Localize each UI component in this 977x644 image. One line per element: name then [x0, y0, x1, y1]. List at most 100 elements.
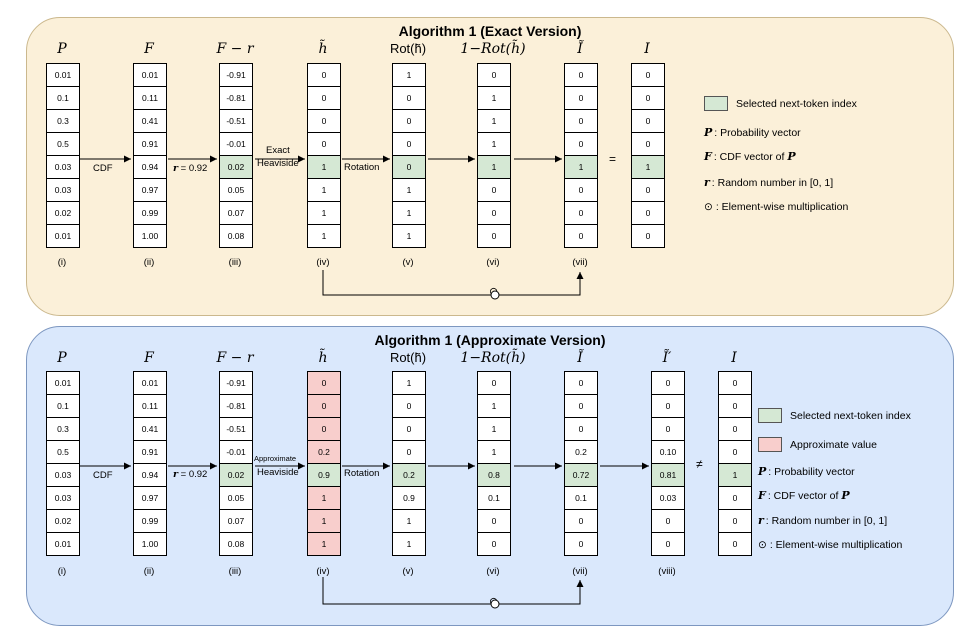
vector-cell: 0 — [719, 533, 751, 556]
approx-step-label-8: (viii) — [658, 566, 676, 577]
vector-cell: 0 — [393, 441, 425, 464]
approx-step-label-1: (i) — [57, 566, 67, 577]
vector-cell: 0 — [565, 202, 597, 225]
approx-column-header-8: Ĩ′ — [662, 350, 672, 366]
vector-cell: 1 — [478, 441, 510, 464]
vector-cell: 0.02 — [220, 464, 252, 487]
exact-column-header-8: I — [644, 41, 650, 57]
vector-cell: 0.02 — [220, 156, 252, 179]
legend-odot-approx: ⊙: Element-wise multiplication — [758, 539, 903, 551]
vector-cell: 0 — [393, 87, 425, 110]
vector-cell: 0.01 — [47, 372, 79, 395]
vector-cell: 0.97 — [134, 487, 166, 510]
vector-cell: 0 — [632, 202, 664, 225]
vector-cell: 0.5 — [47, 441, 79, 464]
vector-cell: 1.00 — [134, 225, 166, 248]
green-swatch — [704, 96, 728, 111]
vector-cell: 0.1 — [47, 395, 79, 418]
vector-cell: 0.9 — [393, 487, 425, 510]
exact-panel-title: Algorithm 1 (Exact Version) — [398, 23, 582, 39]
vector-cell: 1 — [565, 156, 597, 179]
vector-cell: 0.10 — [652, 441, 684, 464]
vector-cell: 1 — [478, 418, 510, 441]
vector-cell: 0 — [478, 510, 510, 533]
vector-cell: 0 — [719, 487, 751, 510]
vector-cell: 0 — [565, 225, 597, 248]
vector-cell: 0 — [565, 133, 597, 156]
vector-cell: 0 — [393, 133, 425, 156]
vector-cell: 0.81 — [652, 464, 684, 487]
cdf-label-approx: CDF — [93, 470, 113, 481]
vector-cell: 0 — [308, 372, 340, 395]
approx-step-label-7: (vii) — [572, 566, 588, 577]
approx-column-header-3: F − r — [216, 350, 254, 366]
legend-selected-exact: Selected next-token index — [704, 96, 857, 111]
vector-cell: -0.81 — [220, 395, 252, 418]
vector-cell: 0.91 — [134, 133, 166, 156]
vector-cell: 0.97 — [134, 179, 166, 202]
vector-cell: 1 — [393, 533, 425, 556]
vector-cell: 1 — [719, 464, 751, 487]
approx-column-header-4: h̃ — [318, 350, 328, 366]
vector-cell: 0 — [632, 64, 664, 87]
vector-cell: 0.99 — [134, 510, 166, 533]
vector-cell: 0 — [652, 533, 684, 556]
cdf-label-exact: CDF — [93, 163, 113, 174]
vector-cell: 1 — [393, 225, 425, 248]
exact-column-header-2: F — [144, 41, 154, 57]
vector-cell: 0.1 — [565, 487, 597, 510]
green-swatch — [758, 408, 782, 423]
vector-cell: 0 — [565, 395, 597, 418]
vector-cell: 0.1 — [47, 87, 79, 110]
legend-odot-exact: ⊙: Element-wise multiplication — [704, 201, 849, 213]
vector-cell: 0 — [652, 372, 684, 395]
vector-cell: 0.3 — [47, 418, 79, 441]
vector-cell: 1 — [393, 64, 425, 87]
vector-cell: 0.94 — [134, 464, 166, 487]
vector-cell: 0 — [719, 418, 751, 441]
vector-cell: 0.01 — [47, 64, 79, 87]
vector-cell: 0.5 — [47, 133, 79, 156]
vector-cell: 1 — [393, 179, 425, 202]
exact-step-label-2: (ii) — [143, 257, 155, 268]
legend-p-approx: P: Probability vector — [758, 465, 855, 478]
vector-cell: 0.2 — [308, 441, 340, 464]
red-swatch — [758, 437, 782, 452]
exact-step-label-1: (i) — [57, 257, 67, 268]
vector-cell: 0.94 — [134, 156, 166, 179]
legend-selected-approx: Selected next-token index — [758, 408, 911, 423]
vector-cell: -0.81 — [220, 87, 252, 110]
vector-cell: 0 — [478, 202, 510, 225]
approx-column-header-7: Ĩ — [577, 350, 583, 366]
vector-cell: 0.3 — [47, 110, 79, 133]
exact-step-label-4: (iv) — [316, 257, 330, 268]
exact-step-label-7: (vii) — [572, 257, 588, 268]
vector-cell: 0 — [719, 395, 751, 418]
vector-cell: -0.91 — [220, 64, 252, 87]
vector-cell: 0.99 — [134, 202, 166, 225]
vector-cell: 1 — [393, 372, 425, 395]
vector-cell: 0 — [719, 372, 751, 395]
vector-cell: 0.07 — [220, 510, 252, 533]
vector-cell: 0 — [308, 418, 340, 441]
vector-cell: 0 — [632, 179, 664, 202]
vector-cell: 1 — [308, 487, 340, 510]
vector-cell: 0.9 — [308, 464, 340, 487]
vector-cell: 0.11 — [134, 395, 166, 418]
vector-cell: 0 — [478, 225, 510, 248]
vector-cell: 0 — [719, 510, 751, 533]
exact-column-header-1: P — [57, 41, 67, 57]
vector-cell: -0.91 — [220, 372, 252, 395]
exact-step-label-6: (vi) — [486, 257, 500, 268]
vector-cell: 0.07 — [220, 202, 252, 225]
vector-cell: 0 — [478, 372, 510, 395]
vector-cell: 0.41 — [134, 110, 166, 133]
vector-cell: 0.01 — [47, 225, 79, 248]
vector-cell: 0.03 — [47, 487, 79, 510]
